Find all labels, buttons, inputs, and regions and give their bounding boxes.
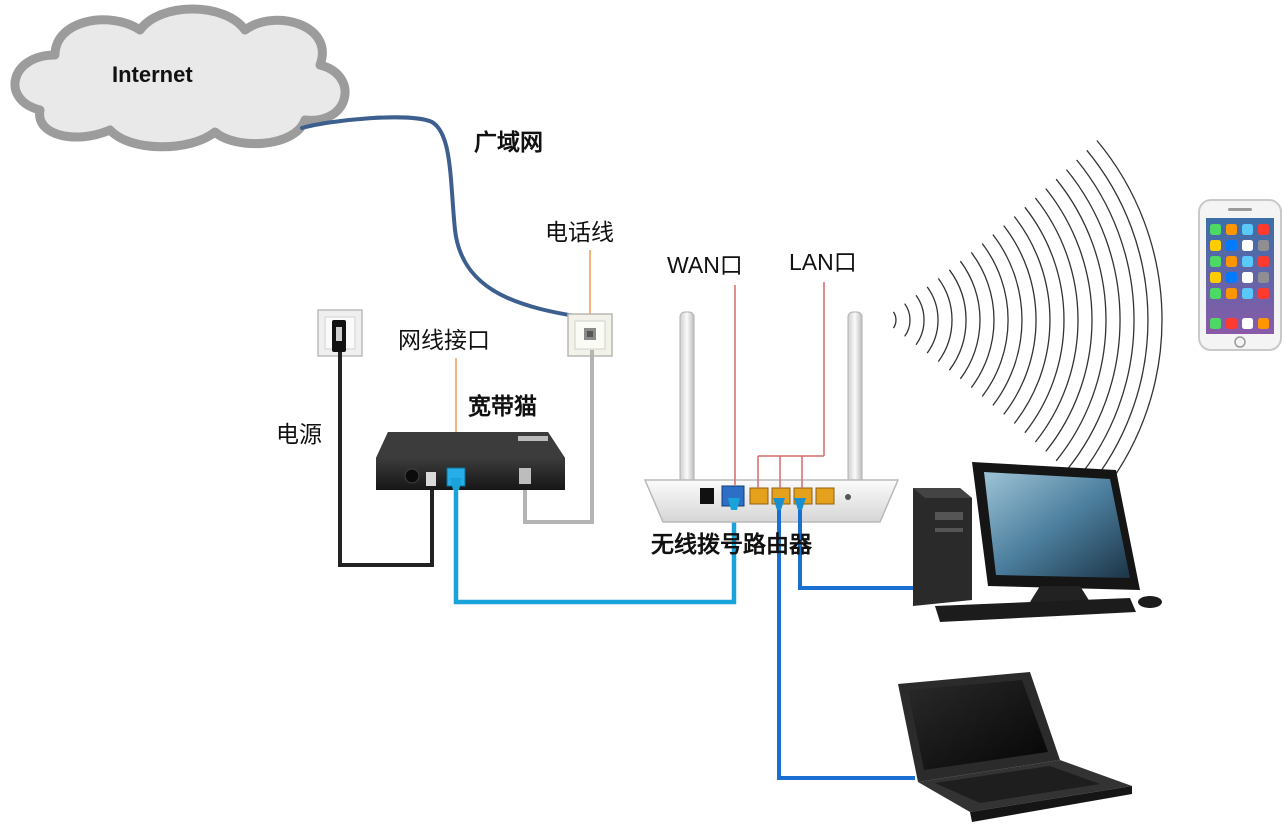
- dock-app-icon: [1242, 318, 1253, 329]
- modem-label: 宽带猫: [468, 394, 537, 420]
- phone-wall-jack-icon: [567, 313, 613, 357]
- router-icon: [643, 479, 900, 523]
- app-icon: [1242, 288, 1253, 299]
- lan-port-label: LAN口: [789, 249, 857, 275]
- app-icon: [1242, 272, 1253, 283]
- signal-arc: [1003, 225, 1037, 415]
- dock-app-icon: [1210, 318, 1221, 329]
- app-icon: [1210, 224, 1221, 235]
- app-icon: [1226, 240, 1237, 251]
- desktop-computer-icon: [913, 462, 1162, 622]
- router-to-desktop-cable: [798, 506, 916, 590]
- app-icon: [1242, 256, 1253, 267]
- signal-arc: [1065, 169, 1121, 471]
- dock-app-icon: [1258, 318, 1269, 329]
- app-icon: [1258, 240, 1269, 251]
- signal-arc: [926, 286, 939, 354]
- app-icon: [1258, 288, 1269, 299]
- app-icon: [1226, 288, 1237, 299]
- app-icon: [1210, 288, 1221, 299]
- wan-port-label: WAN口: [667, 252, 743, 278]
- app-icon: [1226, 224, 1237, 235]
- signal-arc: [959, 260, 981, 380]
- signal-arc: [981, 243, 1009, 397]
- app-icon: [1210, 256, 1221, 267]
- modem-to-router-cable: [453, 488, 737, 605]
- app-icon: [1258, 272, 1269, 283]
- signal-arc: [970, 252, 995, 388]
- signal-arc: [915, 294, 925, 346]
- router-label: 无线拨号路由器: [651, 532, 812, 558]
- signal-arc: [1024, 206, 1065, 434]
- app-icon: [1258, 224, 1269, 235]
- smartphone-icon: [1198, 199, 1282, 351]
- port-pointers: [734, 282, 825, 488]
- signal-arc: [892, 311, 897, 329]
- signal-arc: [1096, 140, 1163, 500]
- signal-arc: [992, 234, 1023, 406]
- app-icon: [1258, 256, 1269, 267]
- app-icon: [1242, 240, 1253, 251]
- power-label: 电源: [276, 422, 322, 448]
- power-cable: [338, 352, 434, 567]
- signal-arc: [1034, 197, 1079, 443]
- app-icon: [1210, 272, 1221, 283]
- ethernet-port-label: 网线接口: [398, 328, 490, 354]
- signal-arc: [1055, 178, 1107, 462]
- dock-app-icon: [1226, 318, 1237, 329]
- cloud-icon: [10, 4, 350, 152]
- phone-cable: [523, 350, 594, 524]
- router-to-laptop-cable: [777, 506, 915, 780]
- signal-arc: [1086, 149, 1149, 491]
- signal-arc: [948, 269, 967, 371]
- signal-arc: [904, 303, 911, 337]
- wan-network-label: 广域网: [474, 130, 543, 156]
- signal-arc: [1013, 216, 1051, 424]
- signal-arc: [937, 278, 953, 362]
- app-icon: [1226, 256, 1237, 267]
- app-icon: [1226, 272, 1237, 283]
- wan-cable: [300, 115, 590, 320]
- router-antennas: [679, 311, 863, 487]
- modem-icon: [376, 432, 565, 490]
- internet-label: Internet: [112, 62, 193, 87]
- signal-arc: [1076, 159, 1135, 481]
- power-socket-icon: [317, 309, 363, 357]
- app-icon: [1242, 224, 1253, 235]
- signal-arc: [1045, 188, 1093, 452]
- wifi-signal-icon: [892, 140, 1163, 500]
- laptop-icon: [898, 672, 1132, 822]
- app-icon: [1210, 240, 1221, 251]
- phone-line-label: 电话线: [545, 220, 614, 246]
